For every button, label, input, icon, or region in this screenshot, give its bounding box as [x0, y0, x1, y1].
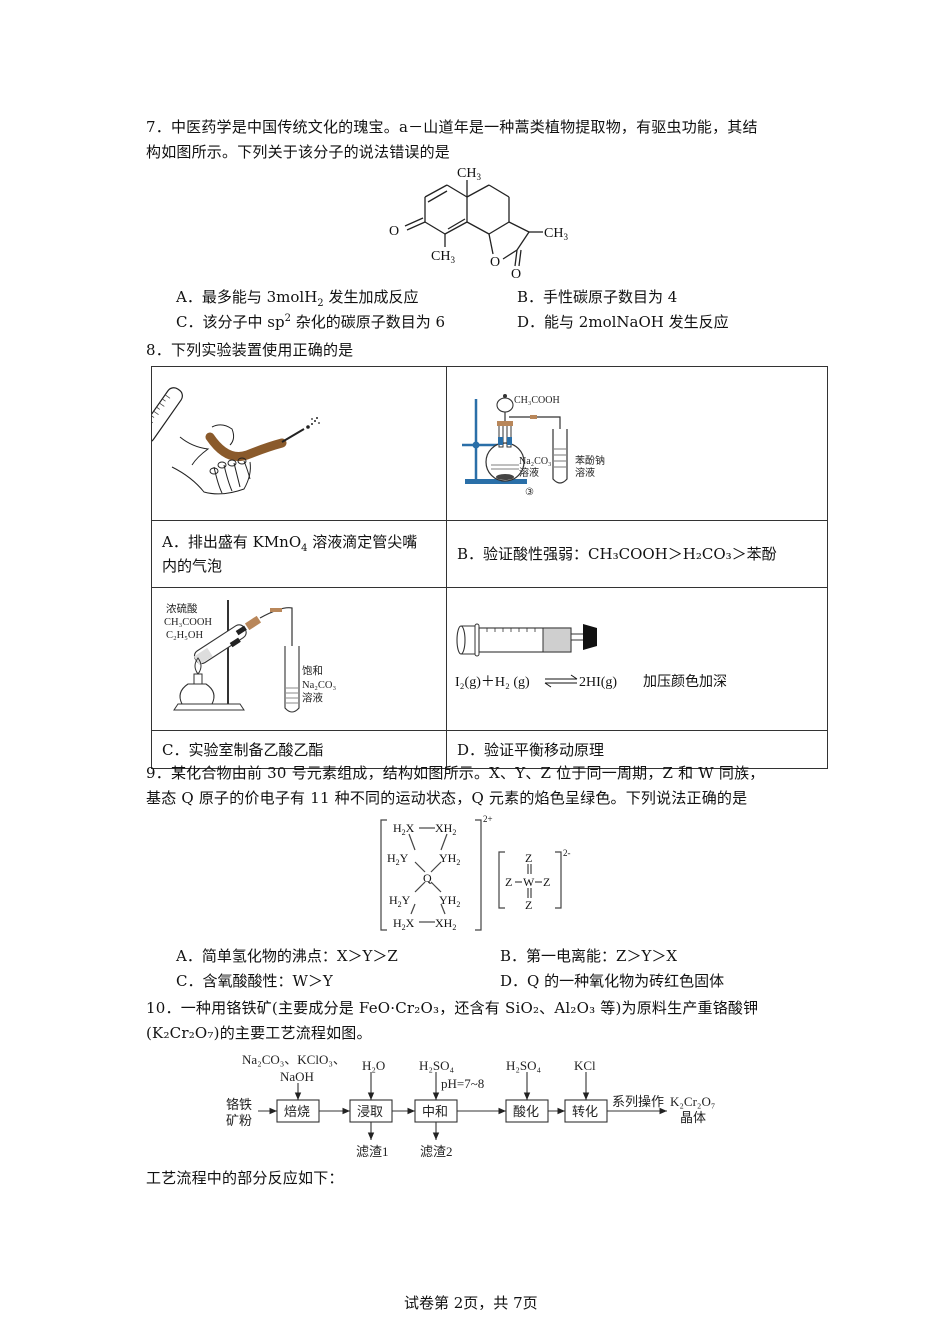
q8-figure-a-cell: [138, 366, 447, 521]
q7-option-b[interactable]: B．手性碳原子数目为 4: [517, 288, 678, 306]
svg-text:W: W: [523, 875, 535, 889]
santonin-structure-diagram: CH3 O CH3 O O CH3: [389, 166, 568, 282]
svg-text:Z: Z: [505, 875, 512, 889]
anion-charge: 2-: [563, 848, 571, 858]
solution-label: 溶液: [519, 466, 539, 479]
svg-text:H2Y: H2Y: [387, 851, 409, 867]
q9-complex-structure-diagram: H2X XH2 H2Y YH2 Q H2Y YH2 H2X XH2 Z Z W …: [380, 814, 571, 932]
step-neutralize-label: 中和: [422, 1104, 448, 1119]
reagent-ph: pH=7~8: [441, 1076, 484, 1091]
equilibrium-arrows-icon: [544, 674, 578, 688]
q8-option-a[interactable]: A．排出盛有 KMnO4 溶液滴定管尖嘴 内的气泡: [151, 520, 447, 588]
q7-option-d[interactable]: D．能与 2molNaOH 发生反应: [517, 313, 729, 331]
q8-option-d[interactable]: D．验证平衡移动原理: [446, 730, 828, 769]
q7-option-c[interactable]: C．该分子中 sp2 杂化的碳原子数目为 6: [176, 313, 446, 331]
reagent-h2so4-1: H₂SO₄: [419, 1058, 455, 1073]
circled-3-label: ③: [525, 487, 534, 498]
acetic-acid-label-c: CH₃COOH: [164, 617, 212, 628]
solution-label-c: 溶液: [302, 691, 323, 704]
na2co3-label-c: Na₂CO₃: [302, 680, 336, 691]
chromite-label-1: 铬铁: [226, 1097, 252, 1112]
ethanol-label: C₂H₅OH: [166, 630, 203, 641]
q10-process-flowchart: 铬铁 矿粉 焙烧 浸取 中和 酸化 转化 Na₂CO₃、KClO₃、 NaOH …: [226, 1052, 715, 1159]
svg-text:Z: Z: [525, 851, 532, 865]
equation-right: 2HI(g): [579, 675, 617, 690]
ch3-right-label: CH3: [544, 226, 568, 242]
q7-stem-line2: 构如图所示。下列关于该分子的说法错误的是: [146, 143, 451, 161]
svg-text:Z: Z: [525, 898, 532, 912]
series-operations-label: 系列操作: [612, 1094, 664, 1109]
saturated-label: 饱和: [302, 665, 323, 677]
svg-text:H2Y: H2Y: [389, 893, 411, 909]
q8-option-c[interactable]: C．实验室制备乙酸乙酯: [151, 730, 447, 769]
svg-text:H2X: H2X: [393, 821, 415, 837]
q9-stem-line2: 基态 Q 原子的价电子有 11 种不同的运动状态，Q 元素的焰色呈绿色。下列说法…: [146, 789, 748, 807]
svg-text:XH2: XH2: [435, 916, 456, 932]
svg-text:XH2: XH2: [435, 821, 456, 837]
q9-option-b[interactable]: B．第一电离能：Z＞Y＞X: [500, 947, 678, 965]
step-leach-label: 浸取: [357, 1104, 383, 1119]
step-acidify-label: 酸化: [513, 1104, 539, 1119]
page-footer: 试卷第 2页，共 7页: [404, 1294, 538, 1312]
residue-2: 滤渣2: [420, 1144, 453, 1159]
acidity-apparatus-figure: CH₃COOH Na₂CO₃ 溶液 苯酚钠 溶液 ③: [462, 394, 605, 498]
pressure-note: 加压颜色加深: [643, 673, 727, 690]
svg-text:YH2: YH2: [439, 893, 460, 909]
syringe-equilibrium-figure: I₂(g)＋H₂ (g) 2HI(g) 加压颜色加深: [455, 623, 727, 690]
burette-bubble-figure: [138, 387, 320, 495]
na2co3-label: Na₂CO₃: [519, 456, 552, 467]
equation-left: I₂(g)＋H₂ (g): [455, 675, 530, 690]
acetic-acid-label: CH₃COOH: [514, 395, 560, 406]
product-label-1: K₂Cr₂O₇: [670, 1094, 715, 1109]
q10-followup-text: 工艺流程中的部分反应如下：: [146, 1169, 344, 1187]
q7-number: 7．: [146, 118, 171, 136]
q7-stem-line1: 7．中医药学是中国传统文化的瑰宝。a－山道年是一种蒿类植物提取物，有驱虫功能，其…: [146, 117, 758, 137]
q8-figure-c-cell: 浓硫酸 CH₃COOH C₂H₅OH 饱和 Na₂CO₃ 溶液: [151, 587, 447, 731]
svg-text:H2X: H2X: [393, 916, 415, 932]
reagent-kcl: KCl: [574, 1058, 596, 1073]
reagent-roast-1: Na₂CO₃、KClO₃、: [242, 1052, 346, 1067]
q8-figure-d-cell: I₂(g)＋H₂ (g) 2HI(g) 加压颜色加深: [446, 587, 828, 731]
q10-stem-line1: 10．一种用铬铁矿(主要成分是 FeO·Cr₂O₃，还含有 SiO₂、Al₂O₃…: [146, 999, 759, 1017]
conc-sulfuric-label: 浓硫酸: [166, 602, 198, 615]
reagent-h2so4-2: H₂SO₄: [506, 1058, 542, 1073]
o-carbonyl-label: O: [511, 267, 521, 282]
reagent-roast-2: NaOH: [280, 1069, 314, 1084]
q9-option-c[interactable]: C．含氧酸酸性：W＞Y: [176, 972, 333, 990]
ester-apparatus-figure: 浓硫酸 CH₃COOH C₂H₅OH 饱和 Na₂CO₃ 溶液: [164, 600, 336, 713]
svg-text:Q: Q: [423, 871, 432, 885]
q9-option-d[interactable]: D．Q 的一种氧化物为砖红色固体: [500, 972, 725, 990]
solution-label-2: 溶液: [575, 466, 595, 479]
ch3-top-label: CH3: [457, 166, 481, 182]
q7-stem-text1: 中医药学是中国传统文化的瑰宝。a－山道年是一种蒿类植物提取物，有驱虫功能，其结: [170, 118, 758, 136]
chromite-label-2: 矿粉: [226, 1113, 252, 1128]
reagent-water: H₂O: [362, 1058, 385, 1073]
product-label-2: 晶体: [680, 1110, 706, 1125]
q8-figure-b-cell: CH₃COOH Na₂CO₃ 溶液 苯酚钠 溶液 ③: [446, 366, 828, 521]
q8-options-table: CH₃COOH Na₂CO₃ 溶液 苯酚钠 溶液 ③ A．排出盛有 KMnO4 …: [138, 366, 828, 769]
q9-option-a[interactable]: A．简单氢化物的沸点：X＞Y＞Z: [176, 947, 398, 965]
svg-text:YH2: YH2: [439, 851, 460, 867]
o-ring-label: O: [490, 255, 500, 270]
q7-option-a[interactable]: A．最多能与 3molH2 发生加成反应: [176, 288, 419, 309]
residue-1: 滤渣1: [356, 1144, 389, 1159]
cation-charge: 2+: [483, 814, 493, 824]
svg-text:Z: Z: [543, 875, 550, 889]
step-convert-label: 转化: [572, 1104, 598, 1119]
q8-stem: 8．下列实验装置使用正确的是: [146, 341, 354, 359]
step-roast-label: 焙烧: [284, 1104, 310, 1119]
ch3-bottom-label: CH3: [431, 249, 455, 265]
o-left-label: O: [389, 224, 399, 239]
q9-stem-line1: 9．某化合物由前 30 号元素组成，结构如图所示。X、Y、Z 位于同一周期，Z …: [146, 764, 765, 782]
sodium-phenoxide-label: 苯酚钠: [575, 454, 605, 467]
q10-stem-line2: (K₂Cr₂O₇)的主要工艺流程如图。: [146, 1024, 372, 1042]
q8-option-b[interactable]: B．验证酸性强弱：CH₃COOH＞H₂CO₃＞苯酚: [446, 520, 828, 588]
